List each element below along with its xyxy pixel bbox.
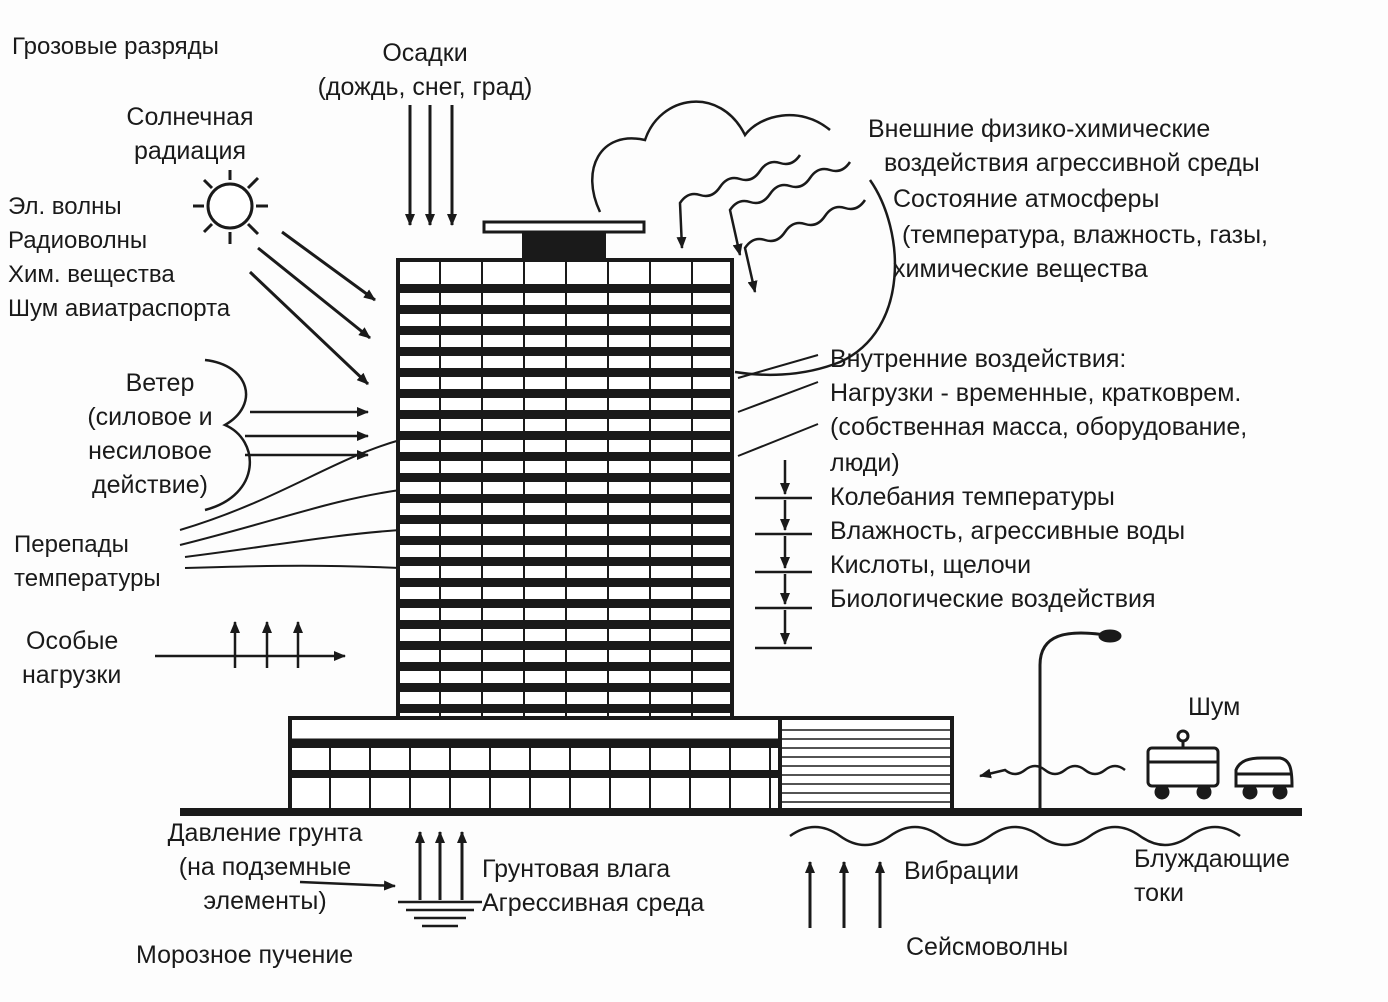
label-chemicals: Хим. вещества (8, 261, 175, 288)
podium (288, 716, 954, 812)
label-radio-waves: Радиоволны (8, 227, 148, 254)
ground-moisture-arrows (415, 831, 467, 900)
label-frost: Морозное пучение (136, 941, 354, 969)
street-lamp-icon (1038, 629, 1122, 810)
label-soil-pressure-2: (на подземные (178, 853, 352, 881)
car-icon (1234, 756, 1294, 800)
label-external-3: Состояние атмосферы (893, 185, 1160, 213)
label-internal-4: люди) (830, 449, 900, 477)
label-solar-1: Солнечная (126, 103, 254, 131)
label-wind-3: несиловое (88, 437, 212, 465)
label-stray-2: токи (1134, 879, 1184, 907)
impact-scale (755, 460, 812, 650)
label-soil-pressure-1: Давление грунта (167, 819, 363, 847)
label-aggressive-env: Агрессивная среда (482, 889, 705, 917)
label-stray-1: Блуждающие (1134, 845, 1290, 873)
label-solar-2: радиация (133, 137, 247, 165)
roof-block (522, 232, 606, 260)
external-cloud (591, 100, 897, 377)
wind-arrows (245, 407, 369, 460)
label-internal-1: Внутренние воздействия: (830, 345, 1127, 373)
label-external-2: воздействия агрессивной среды (884, 149, 1260, 177)
label-internal-3: (собственная масса, оборудование, (830, 413, 1248, 441)
label-lightning: Грозовые разряды (12, 33, 219, 60)
precipitation-arrows (405, 105, 457, 226)
label-external-5: химические вещества (893, 255, 1148, 283)
label-el-waves: Эл. волны (8, 193, 122, 220)
noise-wave-arrow (979, 764, 1126, 779)
label-temp-diff-1: Перепады (14, 531, 129, 558)
label-vibrations: Вибрации (904, 857, 1020, 885)
special-loads-arrows (155, 621, 346, 668)
label-internal-2: Нагрузки - временные, кратковрем. (830, 379, 1242, 407)
sun-icon (193, 170, 268, 244)
label-humidity: Влажность, агрессивные воды (830, 517, 1186, 545)
label-temp-fluct: Колебания температуры (830, 483, 1115, 511)
label-special-2: нагрузки (22, 661, 122, 689)
radiation-arrows (248, 230, 376, 386)
label-noise: Шум (1188, 693, 1241, 721)
tower-mullions (439, 260, 693, 720)
temperature-curves (179, 439, 401, 569)
vibration-wave (789, 825, 1241, 847)
label-bio: Биологические воздействия (830, 585, 1156, 613)
label-special-1: Особые (26, 627, 119, 655)
seismic-arrows (805, 861, 885, 928)
label-wind-1: Ветер (125, 369, 195, 397)
label-ground-moisture: Грунтовая влага (482, 855, 671, 883)
label-precipitation-detail: (дождь, снег, град) (317, 73, 533, 101)
label-external-1: Внешние физико-химические (868, 115, 1211, 143)
internal-leaders (737, 354, 819, 457)
external-wavy-arrows (676, 154, 867, 293)
tower (396, 258, 734, 722)
tram-icon (1146, 729, 1220, 800)
label-wind-2: (силовое и (87, 403, 213, 431)
label-wind-4: действие) (92, 471, 208, 499)
label-soil-pressure-3: элементы) (203, 887, 327, 915)
label-temp-diff-2: температуры (14, 565, 161, 592)
water-level-icon (398, 900, 482, 928)
label-precipitation-title: Осадки (382, 39, 468, 67)
label-seismic: Сейсмоволны (906, 933, 1069, 961)
label-acids: Кислоты, щелочи (830, 551, 1032, 579)
wind-cloud (204, 358, 252, 512)
label-aviation-noise: Шум авиатраспорта (8, 295, 231, 322)
soil-pressure-arrow (299, 880, 396, 891)
roof-slab (482, 220, 646, 234)
label-external-4: (температура, влажность, газы, (902, 221, 1269, 249)
